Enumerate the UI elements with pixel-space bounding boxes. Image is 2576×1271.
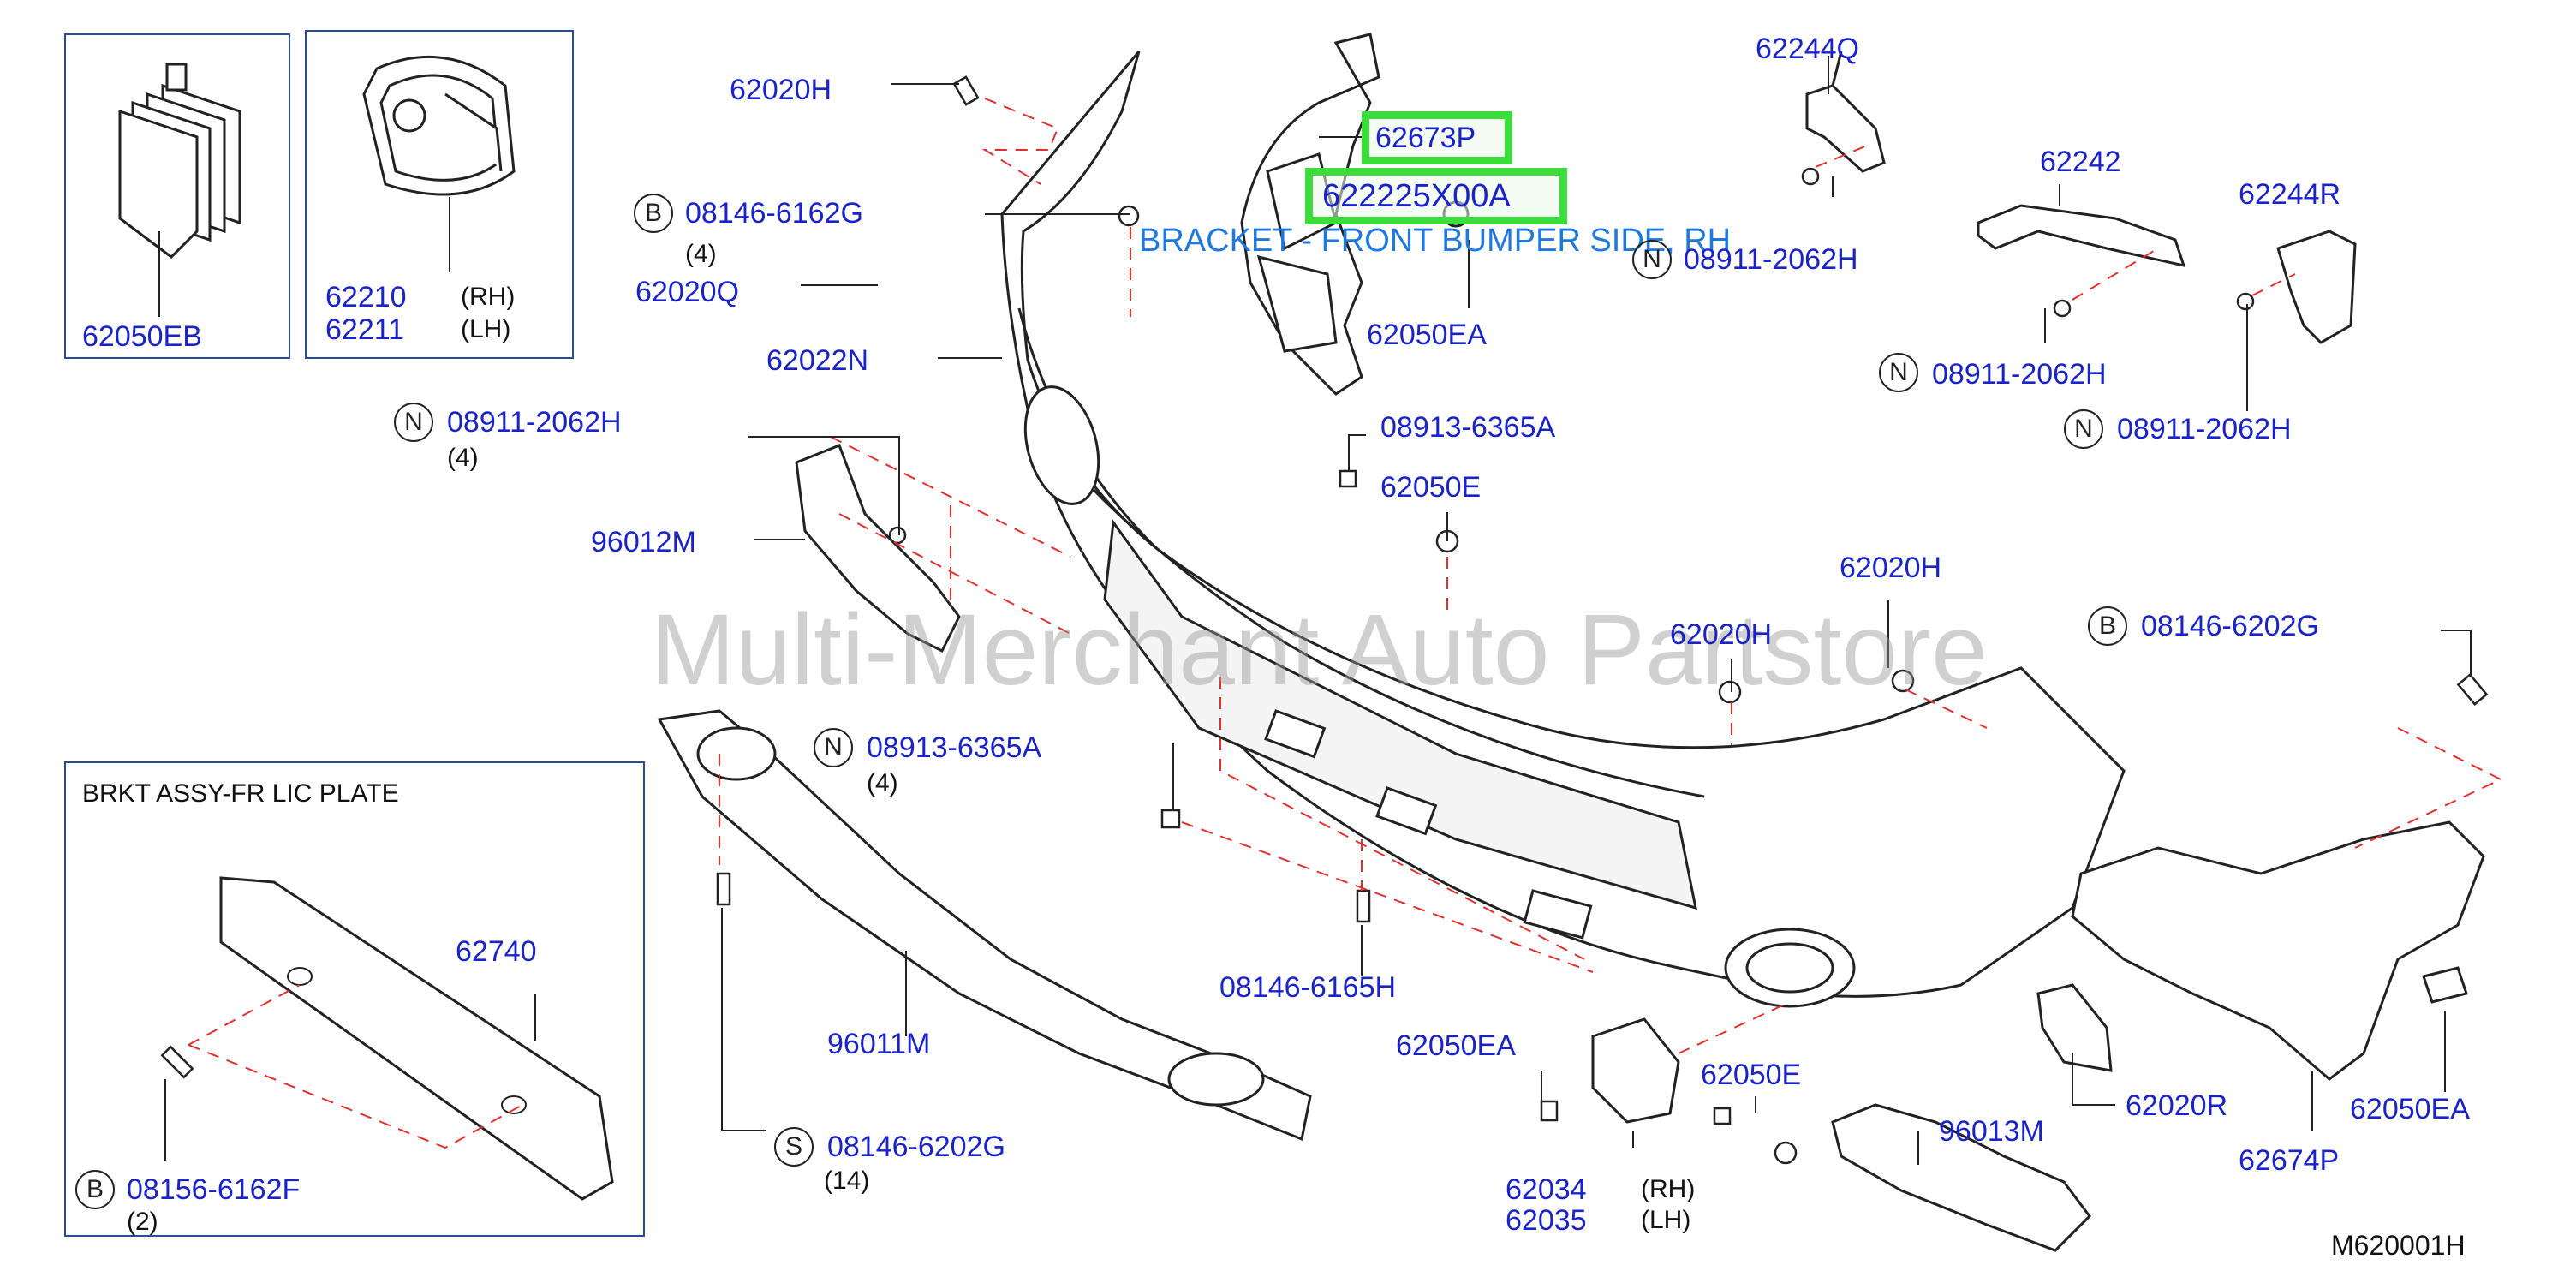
prefix-badge-n: N: [394, 403, 433, 442]
prefix-badge-n: N: [814, 728, 853, 767]
bracket-62674p-drawing: [2071, 820, 2485, 1081]
bumper-fascia-drawing: [1000, 51, 2126, 1008]
part-label-62740[interactable]: 62740: [456, 935, 537, 968]
prefix-badge-n: N: [1632, 240, 1672, 279]
part-label-62020r[interactable]: 62020R: [2126, 1089, 2228, 1122]
part-label-62022n[interactable]: 62022N: [766, 344, 869, 377]
clip-62050eb-drawing: [118, 63, 242, 259]
part-label-62050eb[interactable]: 62050EB: [82, 320, 202, 353]
part-label-08911-2062h[interactable]: 08911-2062H: [1932, 358, 2107, 391]
diagram-code: M620001H: [2331, 1230, 2466, 1261]
part-label-62050e[interactable]: 62050E: [1701, 1059, 1802, 1091]
part-label-62244r[interactable]: 62244R: [2239, 178, 2341, 211]
qty-label-08911-2062h: (4): [447, 444, 479, 472]
part-label-08911-2062h[interactable]: 08911-2062H: [2117, 413, 2292, 445]
cover-62020r-drawing: [2036, 983, 2113, 1072]
qty-label-08156-6162f: (2): [127, 1208, 158, 1236]
grommet-drawing: [362, 55, 516, 196]
part-label-08146-6165h[interactable]: 08146-6165H: [1219, 971, 1397, 1004]
part-label-62034[interactable]: 62034: [1506, 1173, 1587, 1206]
prefix-badge-b: B: [2088, 606, 2127, 646]
side-lh-label-fog: (LH): [1641, 1206, 1691, 1234]
highlight-box-622225x00a: [1305, 168, 1567, 224]
prefix-badge-b: B: [634, 194, 673, 233]
prefix-badge-n: N: [1879, 353, 1918, 392]
part-label-08146-6162g[interactable]: 08146-6162G: [685, 197, 863, 230]
part-label-62035[interactable]: 62035: [1506, 1204, 1587, 1237]
inset-title-license-plate: BRKT ASSY-FR LIC PLATE: [82, 779, 399, 808]
clip-62050ea-right: [2422, 966, 2468, 1004]
part-label-62020q[interactable]: 62020Q: [635, 276, 739, 308]
fasteners: [160, 75, 2489, 1165]
part-label-08911-2062h[interactable]: 08911-2062H: [447, 406, 622, 439]
highlight-box-62673p: [1362, 111, 1512, 164]
part-label-08913-6365a[interactable]: 08913-6365A: [867, 731, 1042, 764]
side-lh-label-grommet: (LH): [461, 315, 511, 343]
prefix-badge-s: S: [774, 1127, 814, 1167]
prefix-badge-n: N: [2064, 409, 2103, 449]
inset-license-plate-frame: [64, 761, 645, 1237]
reinforcement-96011m-drawing: [657, 709, 1312, 1142]
prefix-badge-b: B: [75, 1170, 115, 1209]
part-label-62050ea[interactable]: 62050EA: [1367, 319, 1487, 351]
bracket-96012m-drawing: [795, 444, 961, 653]
bracket-62244r-drawing: [2276, 230, 2357, 344]
part-label-62020h[interactable]: 62020H: [1670, 618, 1773, 651]
leader-lines: [164, 83, 2472, 1165]
assembly-dashed-lines: [188, 98, 2503, 1149]
bracket-62244q-drawing: [1805, 51, 1886, 173]
side-rh-label-grommet: (RH): [461, 283, 516, 311]
part-label-08146-6202g[interactable]: 08146-6202G: [2141, 610, 2319, 642]
qty-label-08913-6365a: (4): [867, 769, 898, 797]
license-plate-bracket-drawing: [219, 876, 614, 1201]
part-label-96012m[interactable]: 96012M: [591, 526, 696, 558]
part-label-08156-6162f[interactable]: 08156-6162F: [127, 1173, 301, 1206]
inset-clip-frame: [64, 33, 290, 359]
inset-grommet-frame: [305, 30, 574, 359]
qty-label-08146-6162g: (4): [685, 240, 717, 268]
part-label-96013m[interactable]: 96013M: [1939, 1115, 2044, 1148]
part-label-62244q[interactable]: 62244Q: [1756, 33, 1859, 65]
part-label-08146-6202g[interactable]: 08146-6202G: [827, 1131, 1005, 1163]
qty-label-08146-6202g: (14): [824, 1167, 870, 1195]
part-label-62050ea[interactable]: 62050EA: [2350, 1093, 2470, 1125]
side-rh-label-fog: (RH): [1641, 1175, 1696, 1203]
part-label-62050e[interactable]: 62050E: [1380, 471, 1482, 504]
part-label-62020h[interactable]: 62020H: [730, 74, 832, 106]
part-label-62674p[interactable]: 62674P: [2239, 1144, 2340, 1177]
part-label-62242[interactable]: 62242: [2040, 146, 2121, 178]
part-label-08911-2062h[interactable]: 08911-2062H: [1684, 243, 1858, 276]
part-label-62211[interactable]: 62211: [325, 313, 405, 346]
part-label-62020h[interactable]: 62020H: [1840, 552, 1942, 584]
fog-hole-right: [1167, 1052, 1265, 1107]
bracket-note: BRACKET - FRONT BUMPER SIDE, RH: [1139, 223, 1732, 259]
fog-hole-left: [696, 726, 777, 781]
bracket-96013m-drawing: [1831, 1103, 2091, 1252]
part-label-62210[interactable]: 62210: [325, 281, 407, 313]
watermark: Multi-Merchant Auto Partstore: [651, 594, 1988, 707]
part-label-08913-6365a[interactable]: 08913-6365A: [1380, 411, 1556, 444]
part-label-62050ea[interactable]: 62050EA: [1396, 1029, 1516, 1062]
part-label-96011m[interactable]: 96011M: [827, 1028, 931, 1060]
fog-lamp-drawing: [1591, 1017, 1680, 1124]
part-label-622225x00a[interactable]: 622225X00A: [1322, 178, 1511, 214]
part-label-62673p[interactable]: 62673P: [1375, 122, 1476, 154]
